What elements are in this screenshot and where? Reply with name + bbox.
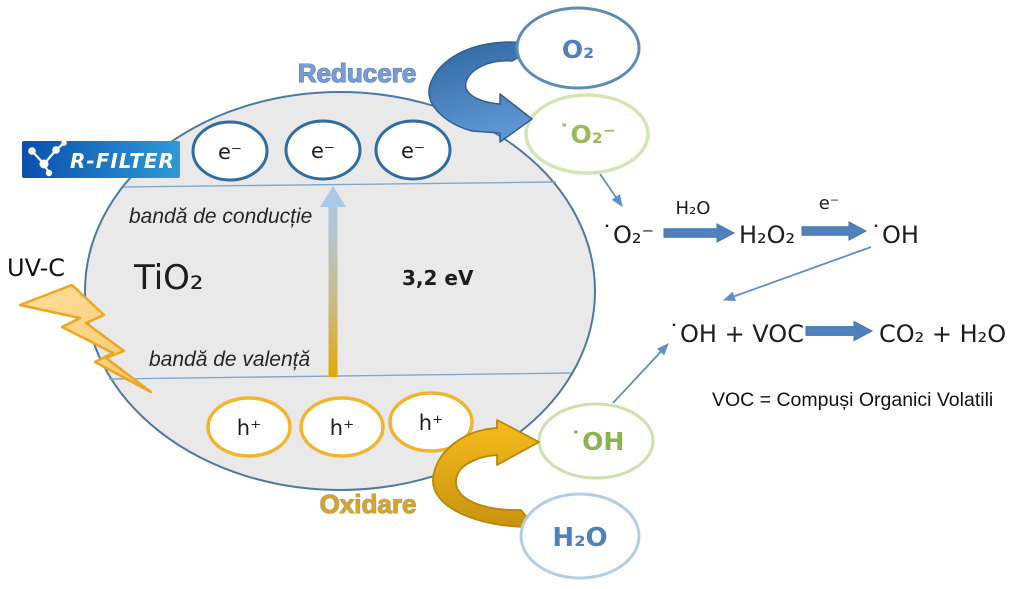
reaction-intermediate: H₂O₂ xyxy=(739,221,795,249)
reaction-reactant: ˙O₂⁻ xyxy=(601,221,654,249)
material-label: TiO₂ xyxy=(133,258,204,298)
superoxide-label: ˙O₂⁻ xyxy=(558,120,616,149)
logo-text: R-FILTER xyxy=(70,149,175,173)
voc-products: CO₂ + H₂O xyxy=(879,320,1006,348)
electron-circle xyxy=(284,119,362,181)
reduction-arrow xyxy=(428,41,540,143)
hole-circle xyxy=(206,396,292,458)
electron-group: e⁻ e⁻ e⁻ xyxy=(191,119,452,182)
uv-label: UV-C xyxy=(7,254,65,282)
conduction-band-line xyxy=(123,181,557,188)
reaction-step2-label: e⁻ xyxy=(819,193,840,214)
reaction-product: ˙OH xyxy=(870,221,919,249)
oxygen-circle xyxy=(515,6,641,90)
hole-label: h⁺ xyxy=(237,416,261,440)
hole-label: h⁺ xyxy=(330,416,354,440)
reaction-step1-label: H₂O xyxy=(676,198,711,219)
band-gap-arrow-head xyxy=(320,186,346,207)
conduction-band-label: bandă de conducție xyxy=(129,205,312,228)
electron-label: e⁻ xyxy=(311,139,335,163)
oh-to-voc-arrow xyxy=(723,246,872,301)
r-filter-logo: R-FILTER xyxy=(22,140,180,178)
electron-circle xyxy=(191,120,269,182)
superoxide-circle xyxy=(524,93,650,175)
oxygen-label: O₂ xyxy=(562,35,594,64)
reduction-label: Reducere xyxy=(298,58,417,88)
reaction-arrow-1 xyxy=(663,223,736,243)
molecule-icon xyxy=(28,140,67,177)
oxidation-label: Oxidare xyxy=(320,489,417,519)
valence-band-label: bandă de valență xyxy=(149,348,310,371)
tio2-particle-ellipse xyxy=(84,91,596,491)
voc-reaction-arrow xyxy=(805,320,874,342)
reaction-arrow-2 xyxy=(801,221,868,241)
band-gap-value: 3,2 eV xyxy=(402,266,474,290)
logo-background xyxy=(22,141,180,178)
hole-circle xyxy=(299,396,385,458)
voc-note: VOC = Compuși Organici Volatili xyxy=(712,389,993,411)
valence-band-line xyxy=(108,372,572,380)
hole-label: h⁺ xyxy=(419,411,443,435)
superoxide-to-reaction-arrow xyxy=(599,173,623,207)
hydroxyl-label: ˙OH xyxy=(570,427,625,456)
lightning-bolt-icon xyxy=(18,283,153,394)
electron-label: e⁻ xyxy=(218,140,242,164)
water-circle xyxy=(519,492,641,580)
hydroxyl-to-voc-arrow xyxy=(612,343,669,404)
band-gap-arrow-shaft xyxy=(328,203,338,377)
hole-group: h⁺ h⁺ h⁺ xyxy=(206,391,474,458)
voc-reactants: ˙OH + VOC xyxy=(668,320,804,348)
water-label: H₂O xyxy=(552,523,607,553)
oxidation-arrow xyxy=(432,419,540,528)
hole-circle xyxy=(388,391,474,453)
electron-label: e⁻ xyxy=(401,139,425,163)
electron-circle xyxy=(374,119,452,181)
